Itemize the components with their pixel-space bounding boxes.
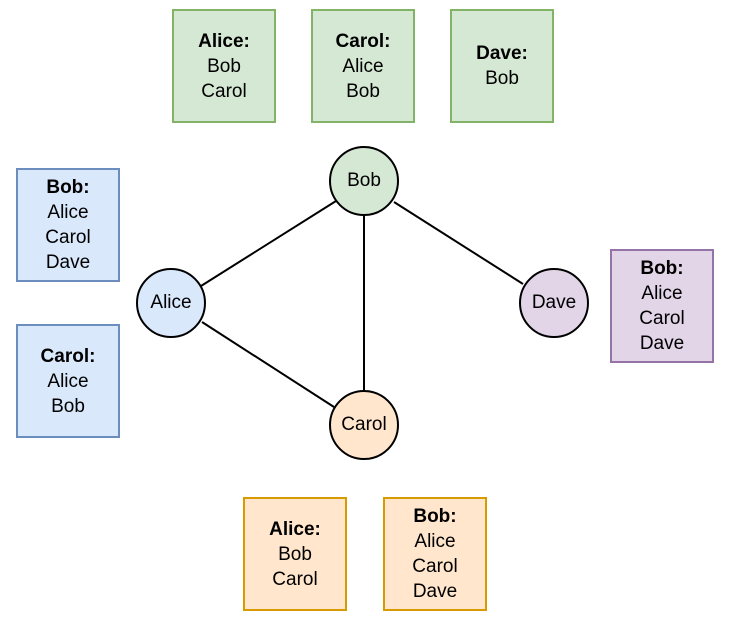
node-dave-label: Dave [531, 292, 577, 313]
table-header: Bob: [46, 177, 90, 198]
node-carol-label: Carol [341, 414, 387, 435]
carol-table-alice: Alice: Bob Carol [243, 497, 347, 611]
table-header: Carol: [40, 345, 96, 367]
table-item: Carol [201, 80, 247, 102]
edge-alice-carol [201, 321, 335, 408]
alice-table-bob: Bob: Alice Carol Dave [16, 168, 120, 282]
table-item: Alice [47, 370, 89, 392]
table-item: Bob [51, 395, 85, 417]
bob-table-dave: Dave: Bob [450, 9, 554, 123]
table-header: Alice: [269, 518, 321, 540]
node-alice[interactable] [136, 268, 206, 338]
table-item: Alice [414, 531, 456, 552]
table-item: Dave [639, 333, 685, 354]
alice-table-carol: Carol: Alice Bob [16, 324, 120, 438]
table-item: Bob [346, 80, 380, 102]
edge-bob-alice [200, 200, 337, 287]
table-header: Dave: [476, 43, 528, 64]
node-bob-label: Bob [347, 170, 381, 191]
table-item: Dave [45, 252, 91, 273]
table-header: Bob: [413, 506, 457, 527]
table-header: Bob: [640, 258, 684, 279]
node-dave[interactable] [519, 268, 589, 338]
table-item: Bob [207, 55, 241, 77]
table-item: Dave [412, 581, 458, 602]
node-alice-label: Alice [150, 292, 192, 313]
edge-bob-dave [393, 201, 524, 285]
table-item: Alice [47, 202, 89, 223]
node-carol[interactable] [329, 390, 399, 460]
table-header: Alice: [198, 30, 250, 52]
table-item: Alice [641, 283, 683, 304]
table-item: Carol [45, 227, 91, 248]
table-item: Bob [485, 68, 519, 89]
bob-table-carol: Carol: Alice Bob [311, 9, 415, 123]
table-item: Carol [412, 556, 458, 577]
carol-table-bob: Bob: Alice Carol Dave [383, 497, 487, 611]
table-item: Alice [342, 55, 384, 77]
table-item: Bob [278, 543, 312, 565]
table-header: Carol: [335, 30, 391, 52]
table-item: Carol [272, 568, 318, 590]
bob-table-alice: Alice: Bob Carol [172, 9, 276, 123]
node-bob[interactable] [329, 146, 399, 216]
table-item: Carol [639, 308, 685, 329]
dave-table-bob: Bob: Alice Carol Dave [610, 249, 714, 363]
